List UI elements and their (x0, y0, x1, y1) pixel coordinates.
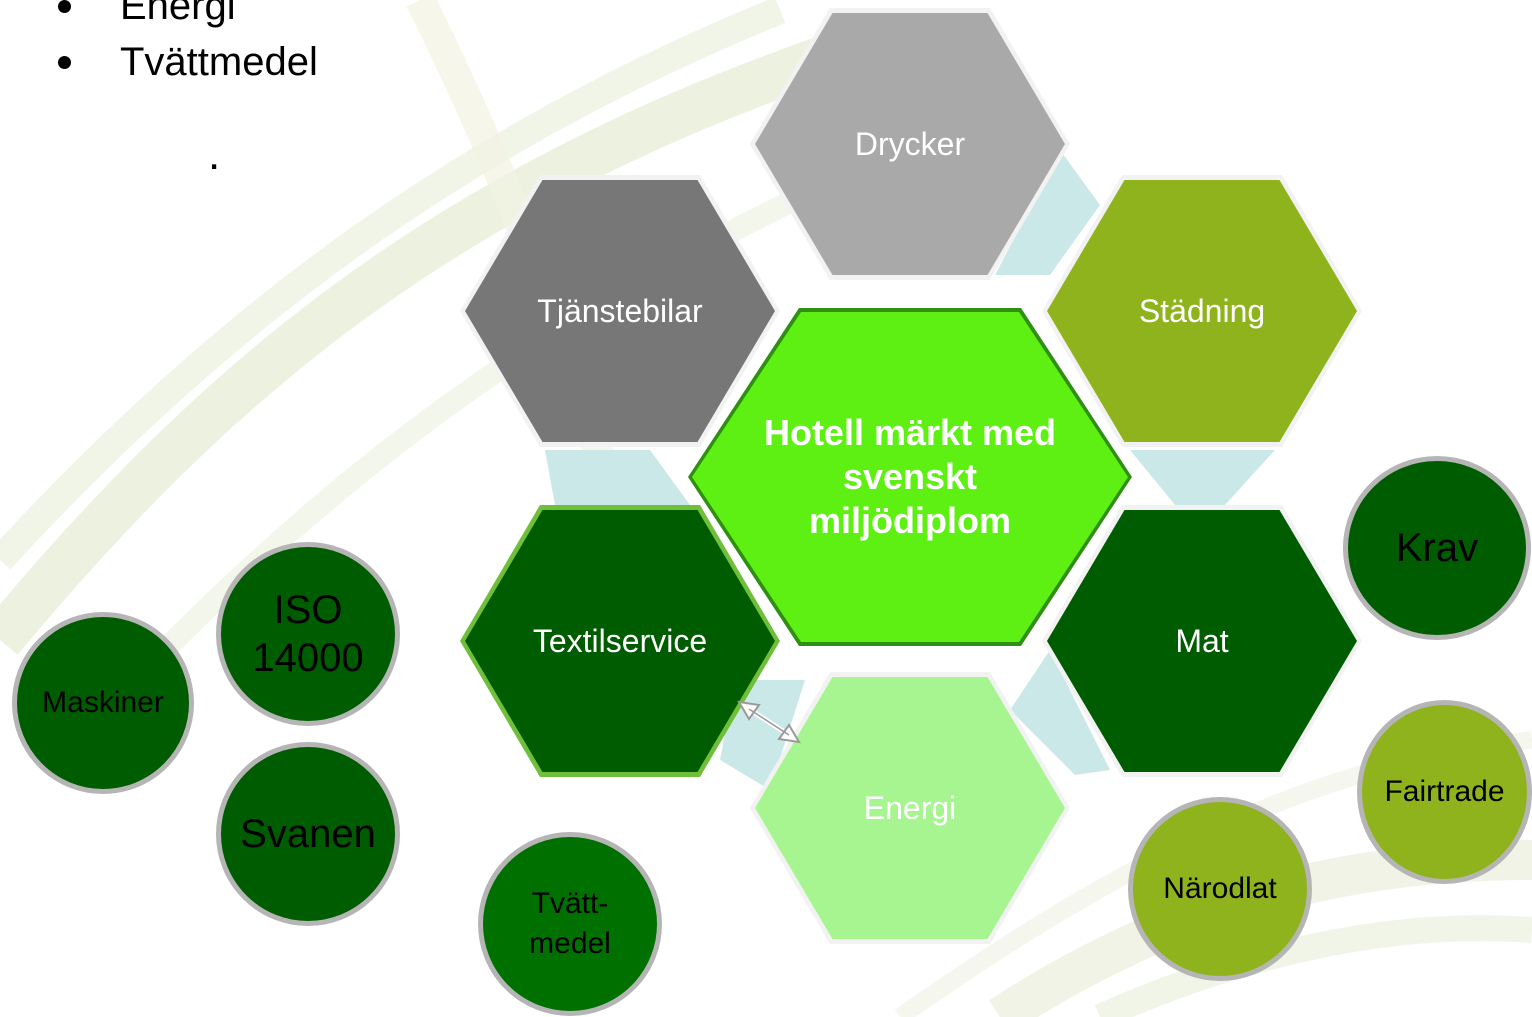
hex-label: Städning (1138, 292, 1266, 329)
bullet-list: Energi Tvättmedel (58, 0, 318, 90)
circle-label: ISO 14000 (252, 588, 364, 680)
bullet-item: Tvättmedel (58, 34, 318, 90)
circle-label: Maskiner (42, 686, 164, 719)
circle-krav[interactable]: Krav (1343, 456, 1531, 640)
circle-label: Närodlat (1163, 872, 1277, 905)
stray-period: . (208, 130, 221, 179)
circle-label: Fairtrade (1384, 775, 1505, 808)
circle-maskiner[interactable]: Maskiner (12, 612, 194, 794)
hex-label: Energi (863, 789, 957, 826)
circle-label: Tvätt- medel (529, 887, 611, 960)
circle-narodlat[interactable]: Närodlat (1128, 797, 1312, 981)
hex-mat[interactable]: Mat (1042, 505, 1362, 777)
hex-label: Drycker (854, 125, 966, 162)
hex-label: Textilservice (532, 622, 708, 659)
circle-svanen[interactable]: Svanen (216, 742, 400, 926)
circle-fairtrade[interactable]: Fairtrade (1357, 700, 1532, 884)
circle-tvattmedel[interactable]: Tvätt- medel (478, 832, 662, 1016)
bullet-text: Tvättmedel (120, 40, 318, 84)
bullet-item: Energi (58, 0, 318, 34)
center-label: Hotell märkt med svenskt miljödiplom (763, 412, 1057, 541)
circle-label: Krav (1395, 525, 1479, 570)
circle-label: Svanen (240, 811, 376, 856)
double-arrow-icon (737, 700, 801, 744)
circle-iso-14000[interactable]: ISO 14000 (216, 542, 400, 726)
bullet-dot-icon (58, 0, 71, 13)
bullet-text: Energi (120, 0, 236, 28)
hex-label: Mat (1175, 622, 1229, 659)
bullet-dot-icon (58, 56, 71, 69)
hex-label: Tjänstebilar (537, 292, 703, 329)
hex-stadning[interactable]: Städning (1042, 175, 1362, 447)
